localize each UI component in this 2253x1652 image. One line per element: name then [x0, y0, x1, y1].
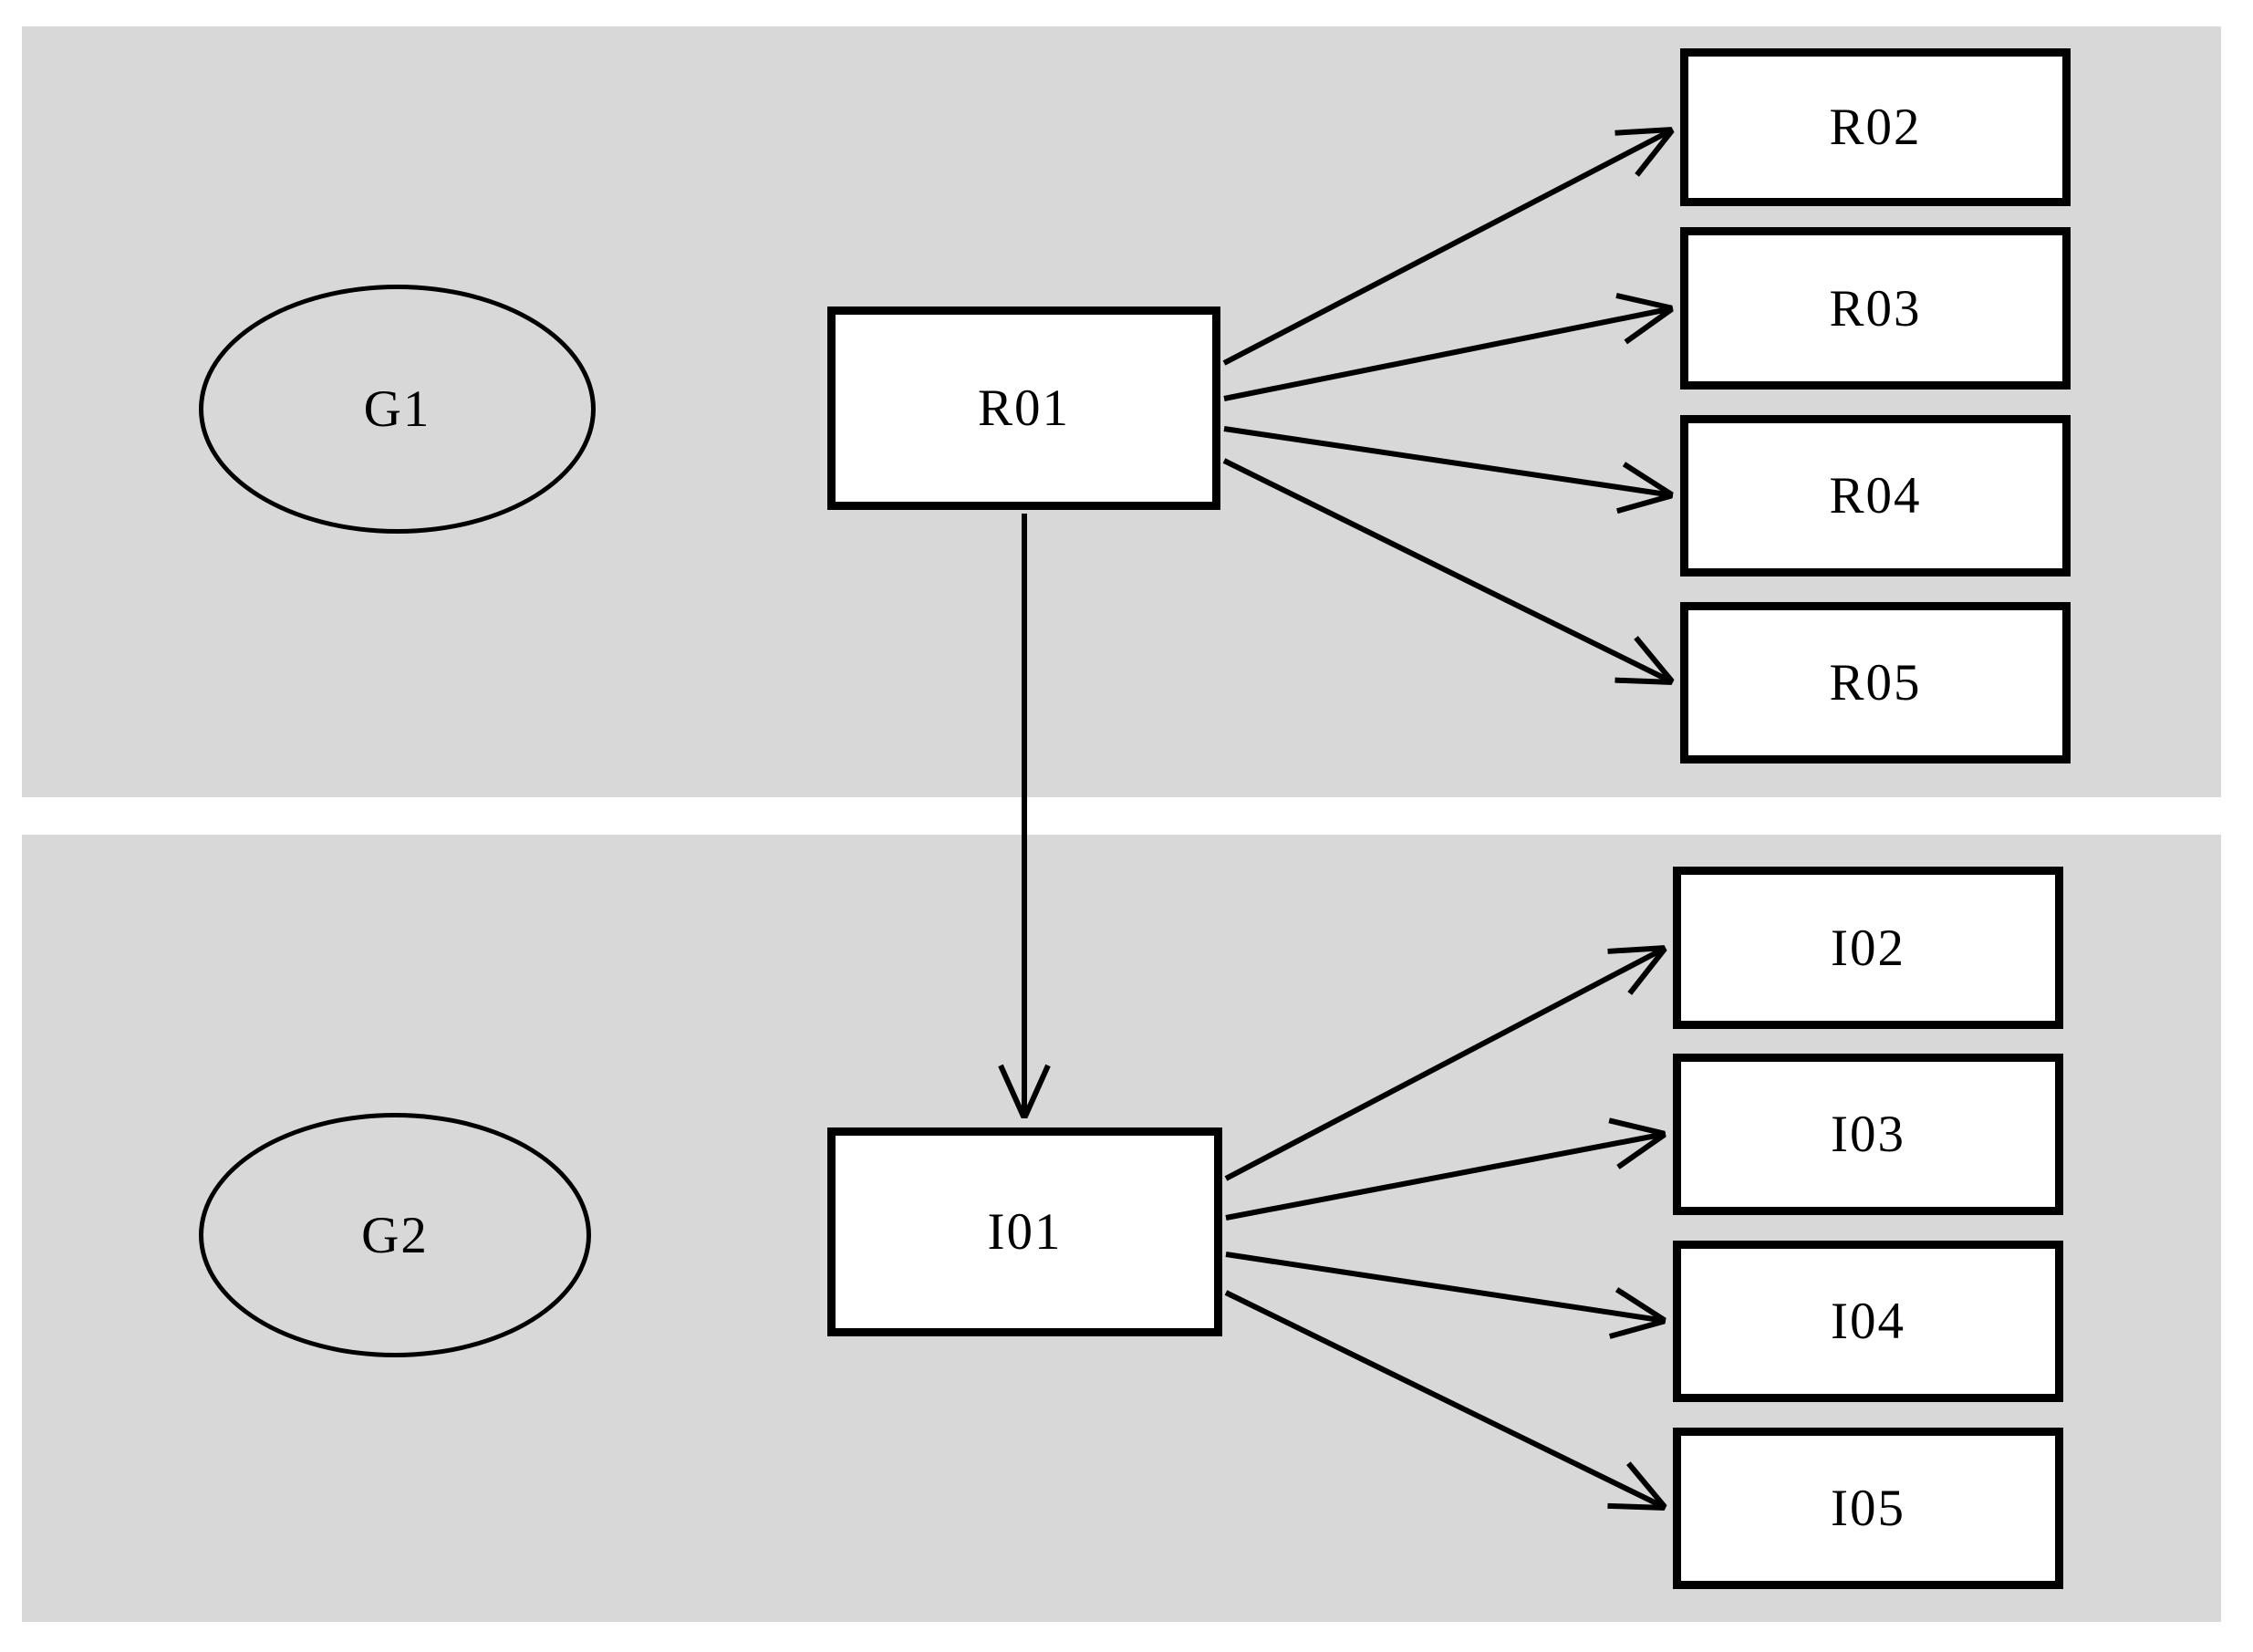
r02-label: R02	[1829, 99, 1922, 156]
box-r04: R04	[1680, 415, 2071, 577]
i02-label: I02	[1831, 919, 1905, 977]
ellipse-g1: G1	[199, 285, 596, 534]
g1-label: G1	[363, 380, 431, 438]
r03-label: R03	[1829, 279, 1922, 338]
ellipse-g2: G2	[199, 1113, 591, 1357]
r01-label: R01	[977, 379, 1071, 437]
box-r02: R02	[1680, 48, 2071, 206]
box-i03: I03	[1673, 1054, 2063, 1215]
box-r01: R01	[827, 307, 1220, 510]
i03-label: I03	[1831, 1106, 1905, 1163]
r04-label: R04	[1829, 467, 1922, 525]
i01-label: I01	[987, 1203, 1063, 1261]
box-i02: I02	[1673, 867, 2063, 1029]
i04-label: I04	[1831, 1293, 1905, 1350]
i05-label: I05	[1831, 1480, 1905, 1537]
box-i05: I05	[1673, 1428, 2063, 1589]
box-i01: I01	[827, 1127, 1222, 1336]
box-i04: I04	[1673, 1241, 2063, 1402]
g2-label: G2	[361, 1206, 429, 1264]
box-r05: R05	[1680, 602, 2071, 764]
r05-label: R05	[1829, 654, 1922, 712]
box-r03: R03	[1680, 227, 2071, 390]
